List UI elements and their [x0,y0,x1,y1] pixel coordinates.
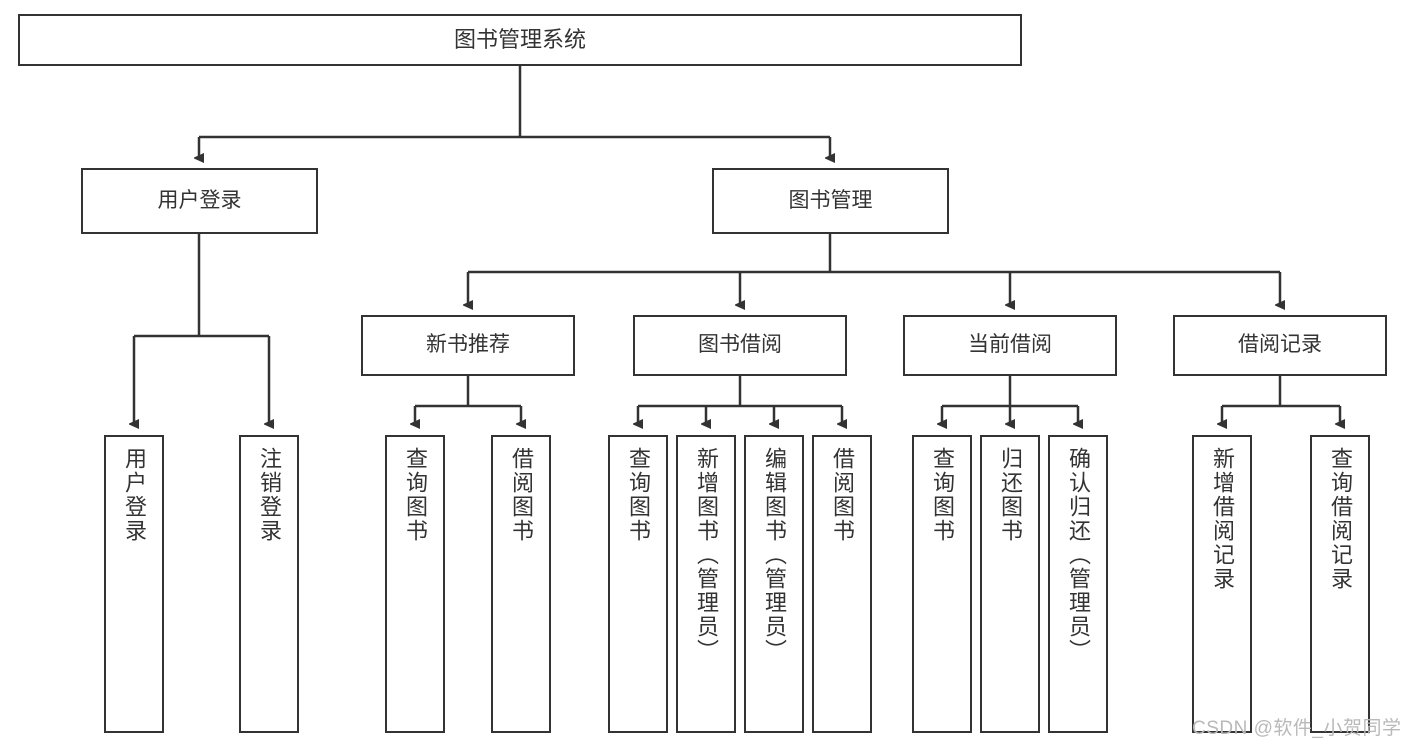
leaf-current-borrow-confirm-return-admin[interactable]: 确认归还（管理员） [1048,435,1108,733]
node-label: 确认归还（管理员） [1066,447,1091,663]
node-label: 编辑图书（管理员） [762,447,787,663]
node-label: 图书管理系统 [453,27,586,53]
leaf-new-book-query-books[interactable]: 查询图书 [385,435,445,733]
node-book-management[interactable]: 图书管理 [712,168,949,234]
node-label: 借阅图书 [830,447,855,543]
node-label: 注销登录 [257,447,282,543]
leaf-book-borrow-edit-book-admin[interactable]: 编辑图书（管理员） [744,435,804,733]
leaf-current-borrow-return-books[interactable]: 归还图书 [980,435,1040,733]
node-book-borrowing[interactable]: 图书借阅 [633,315,847,376]
node-label: 新增借阅记录 [1210,447,1235,591]
node-label: 查询图书 [626,447,651,543]
node-label: 图书借阅 [698,333,782,357]
node-label: 新书推荐 [426,333,510,357]
node-root-book-management-system[interactable]: 图书管理系统 [18,14,1022,66]
leaf-current-borrow-query-books[interactable]: 查询图书 [912,435,972,733]
node-label: 查询图书 [930,447,955,543]
node-label: 图书管理 [788,188,873,212]
node-user-login[interactable]: 用户登录 [81,168,318,234]
node-label: 新增图书（管理员） [694,447,719,663]
leaf-borrow-records-add-record[interactable]: 新增借阅记录 [1192,435,1252,733]
node-label: 用户登录 [157,188,242,212]
leaf-user-login-login[interactable]: 用户登录 [104,435,164,733]
node-label: 借阅图书 [509,447,534,543]
node-label: 借阅记录 [1238,333,1322,357]
leaf-borrow-records-query-record[interactable]: 查询借阅记录 [1310,435,1370,733]
node-new-book-recommendation[interactable]: 新书推荐 [361,315,575,376]
node-label: 当前借阅 [968,333,1052,357]
leaf-book-borrow-borrow-books[interactable]: 借阅图书 [812,435,872,733]
leaf-book-borrow-query-books[interactable]: 查询图书 [608,435,668,733]
leaf-new-book-borrow-books[interactable]: 借阅图书 [491,435,551,733]
node-label: 查询借阅记录 [1328,447,1353,591]
node-label: 用户登录 [122,447,147,543]
leaf-user-login-logout[interactable]: 注销登录 [239,435,299,733]
node-label: 归还图书 [998,447,1023,543]
watermark-text: CSDN @软件_小贺同学 [1192,718,1402,739]
leaf-book-borrow-add-book-admin[interactable]: 新增图书（管理员） [676,435,736,733]
node-label: 查询图书 [403,447,428,543]
node-borrowing-records[interactable]: 借阅记录 [1173,315,1387,376]
node-current-borrowing[interactable]: 当前借阅 [903,315,1117,376]
